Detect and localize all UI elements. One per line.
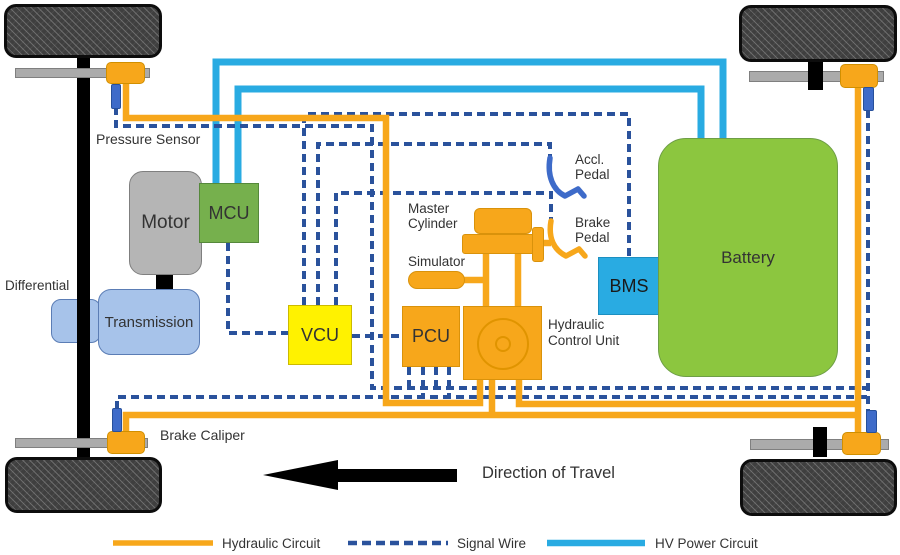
motor-transmission-shaft: [156, 270, 173, 292]
brake-pedal-label: Brake Pedal: [575, 215, 611, 245]
hydraulic-control-unit-label: Hydraulic Control Unit: [548, 317, 620, 348]
brake-caliper-label: Brake Caliper: [160, 427, 245, 443]
battery-label: Battery: [721, 247, 775, 267]
master-cylinder-body: [474, 208, 532, 234]
vcu-label: VCU: [300, 324, 339, 345]
brake-caliper-front-left: [106, 62, 145, 84]
hv-power-line-inner: [234, 85, 705, 183]
wheel-front-right: [739, 5, 897, 62]
differential-label: Differential: [5, 278, 70, 293]
pcu-label: PCU: [411, 326, 450, 346]
axle-stub-rear-right: [813, 427, 827, 457]
hv-power-line-outer: [212, 58, 727, 183]
vcu-box: VCU: [288, 305, 352, 365]
brake-caliper-front-right: [840, 64, 878, 88]
transmission-box: Transmission: [98, 289, 200, 355]
direction-of-travel-label: Direction of Travel: [482, 464, 615, 482]
mcu-label: MCU: [208, 202, 250, 223]
wheel-rear-right: [740, 459, 897, 516]
axle-rear-left: [15, 438, 148, 448]
hydraulic-control-unit-box: [463, 306, 542, 380]
direction-arrow: [263, 460, 457, 490]
signal-front-left-sensor: [114, 107, 868, 390]
wheel-rear-left: [5, 457, 162, 513]
simulator-label: Simulator: [408, 254, 466, 269]
hydraulic-front-left: [122, 82, 484, 407]
mcu-box: MCU: [199, 183, 259, 243]
master-cylinder-bracket: [532, 227, 544, 262]
signal-vcu-bms: [302, 112, 631, 305]
transmission-label: Transmission: [104, 313, 194, 331]
hcu-pump-center: [495, 336, 511, 352]
legend-signal-label: Signal Wire: [457, 536, 527, 551]
hydraulic-rear-line: [122, 411, 858, 433]
pressure-sensor-rear-right: [866, 410, 877, 433]
hcu-pump-circle: [477, 318, 529, 370]
bms-box: BMS: [598, 257, 660, 315]
differential-box: [51, 299, 101, 343]
motor-box: Motor: [129, 171, 202, 275]
accelerator-pedal-hook: [546, 155, 587, 199]
signal-vcu-brake-pedal: [334, 191, 553, 305]
pressure-sensor-rear-left: [112, 408, 122, 432]
simulator-box: [408, 271, 465, 289]
drive-shaft: [77, 28, 90, 485]
signal-vcu-accel-pedal: [316, 142, 552, 305]
pcu-box: PCU: [402, 306, 460, 367]
pressure-sensor-label: Pressure Sensor: [96, 131, 201, 147]
legend-hydraulic-label: Hydraulic Circuit: [222, 536, 321, 551]
axle-stub-front-right: [808, 60, 823, 90]
motor-label: Motor: [141, 212, 190, 233]
signal-rear-left-sensor: [115, 395, 868, 409]
hydraulic-front-right: [515, 380, 858, 408]
brake-pedal-hook: [547, 218, 588, 259]
brake-caliper-rear-left: [107, 431, 145, 454]
bms-label: BMS: [609, 275, 649, 296]
axle-front-left: [15, 68, 150, 78]
battery-box: Battery: [658, 138, 838, 377]
pressure-sensor-front-left: [111, 84, 121, 109]
legend-hv-label: HV Power Circuit: [655, 536, 758, 551]
brake-caliper-rear-right: [842, 432, 881, 455]
pressure-sensor-front-right: [863, 87, 874, 111]
master-cylinder-bar: [462, 234, 540, 254]
accelerator-pedal-label: Accl. Pedal: [575, 152, 610, 182]
master-cylinder-label: Master Cylinder: [408, 201, 458, 231]
signal-mcu-vcu: [226, 243, 288, 335]
wheel-front-left: [4, 4, 162, 58]
